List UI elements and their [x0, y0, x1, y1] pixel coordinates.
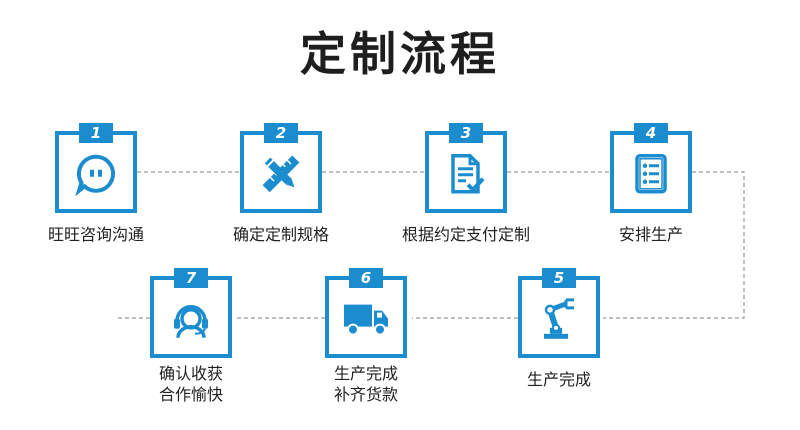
step-6-box: 6 [325, 268, 407, 358]
step-3-label: 根据约定支付定制 [401, 225, 530, 244]
step-5-label: 生产完成 [526, 370, 591, 389]
step-4-number: 4 [634, 123, 668, 143]
delivery-truck-icon [344, 304, 388, 336]
checklist-icon [635, 154, 667, 194]
customer-service-icon [174, 305, 208, 338]
step-5-box: 5 [518, 268, 600, 358]
step-6-label: 生产完成 补齐货款 [333, 364, 398, 404]
step-3-box: 3 [425, 123, 507, 213]
page-title: 定制流程 [300, 27, 500, 81]
step-5-number: 5 [542, 268, 576, 288]
step-2-box: 2 [240, 123, 322, 213]
step-1-box: 1 [55, 123, 137, 213]
step-7-box: 7 [150, 268, 232, 358]
step-6-number: 6 [349, 268, 383, 288]
step-2-number: 2 [264, 123, 298, 143]
step-3-number: 3 [449, 123, 483, 143]
step-2-label: 确定定制规格 [232, 225, 329, 244]
step-1-number: 1 [79, 123, 113, 143]
step-7-number: 7 [174, 268, 208, 288]
step-4-label: 安排生产 [618, 225, 683, 244]
step-7-label: 确认收获 合作愉快 [158, 364, 223, 404]
step-1-label: 旺旺咨询沟通 [47, 225, 144, 244]
chat-bubble-icon [75, 154, 116, 196]
pencil-ruler-icon [262, 155, 300, 193]
step-4-box: 4 [610, 123, 692, 213]
document-check-icon [451, 154, 485, 194]
robot-arm-icon [544, 298, 574, 339]
